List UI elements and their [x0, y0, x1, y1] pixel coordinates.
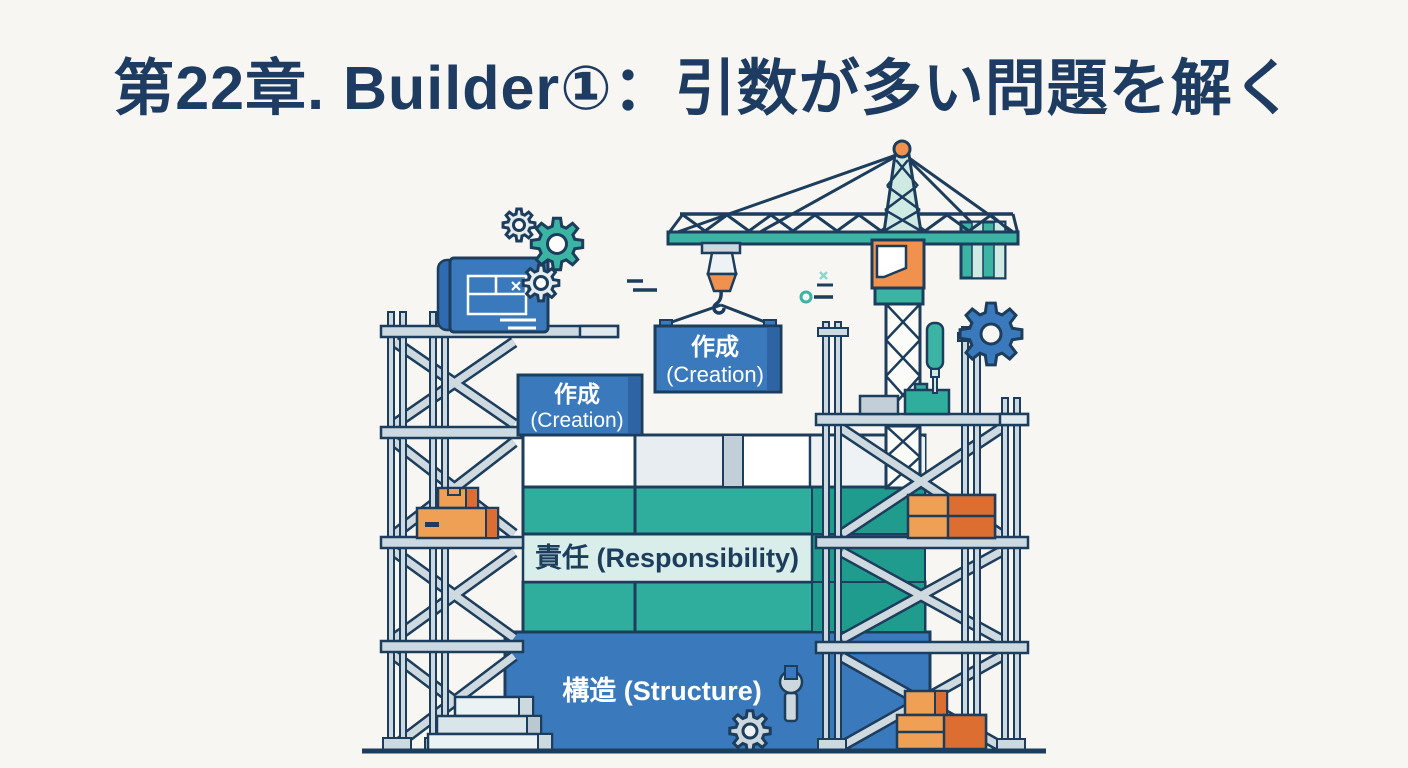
top-box-label-en: (Creation)	[530, 409, 623, 432]
deco-marks-right	[799, 271, 833, 304]
crate-bottom-right-icon	[895, 689, 988, 751]
hanging-creation-box: 作成 (Creation)	[653, 319, 783, 394]
gear-teal-icon	[529, 216, 585, 272]
blueprint-icon	[436, 256, 550, 334]
building-row-teal-upper	[521, 485, 927, 536]
screwdriver-icon	[925, 321, 945, 394]
page-title: 第22章. Builder①：引数が多い問題を解く	[113, 54, 1295, 122]
wrench-icon	[778, 665, 804, 723]
responsibility-label: 責任 (Responsibility)	[535, 543, 799, 573]
top-box-label-jp: 作成	[554, 381, 600, 407]
crane-jib	[666, 212, 1020, 246]
gear-small-top-icon	[501, 207, 537, 243]
crane-apex-cap	[892, 139, 912, 159]
gear-blue-icon	[958, 301, 1024, 367]
crane-mast-top	[882, 139, 923, 234]
responsibility-band: 責任 (Responsibility)	[521, 532, 926, 584]
platform-blocks	[858, 382, 951, 416]
crate-left-stack-icon	[415, 486, 500, 540]
creation-box-on-building: 作成 (Creation)	[516, 373, 644, 437]
crate-mid-right-icon	[906, 493, 997, 540]
structure-label: 構造 (Structure)	[562, 676, 762, 706]
right-scaffold-rails	[814, 412, 1030, 655]
gear-gray-bottom-icon	[728, 709, 772, 753]
gear-small-lower-icon	[521, 263, 561, 303]
tower-crane-icon	[665, 139, 1020, 326]
crane-slings	[665, 303, 771, 326]
crane-hook	[700, 241, 742, 315]
hanging-box-label-jp: 作成	[691, 334, 739, 361]
hanging-box-label-en: (Creation)	[666, 362, 764, 387]
crane-cab	[870, 238, 926, 306]
building-under-construction: 構造 (Structure) 責任 (Responsibility)	[503, 433, 932, 752]
dash-marks-left	[627, 279, 657, 292]
